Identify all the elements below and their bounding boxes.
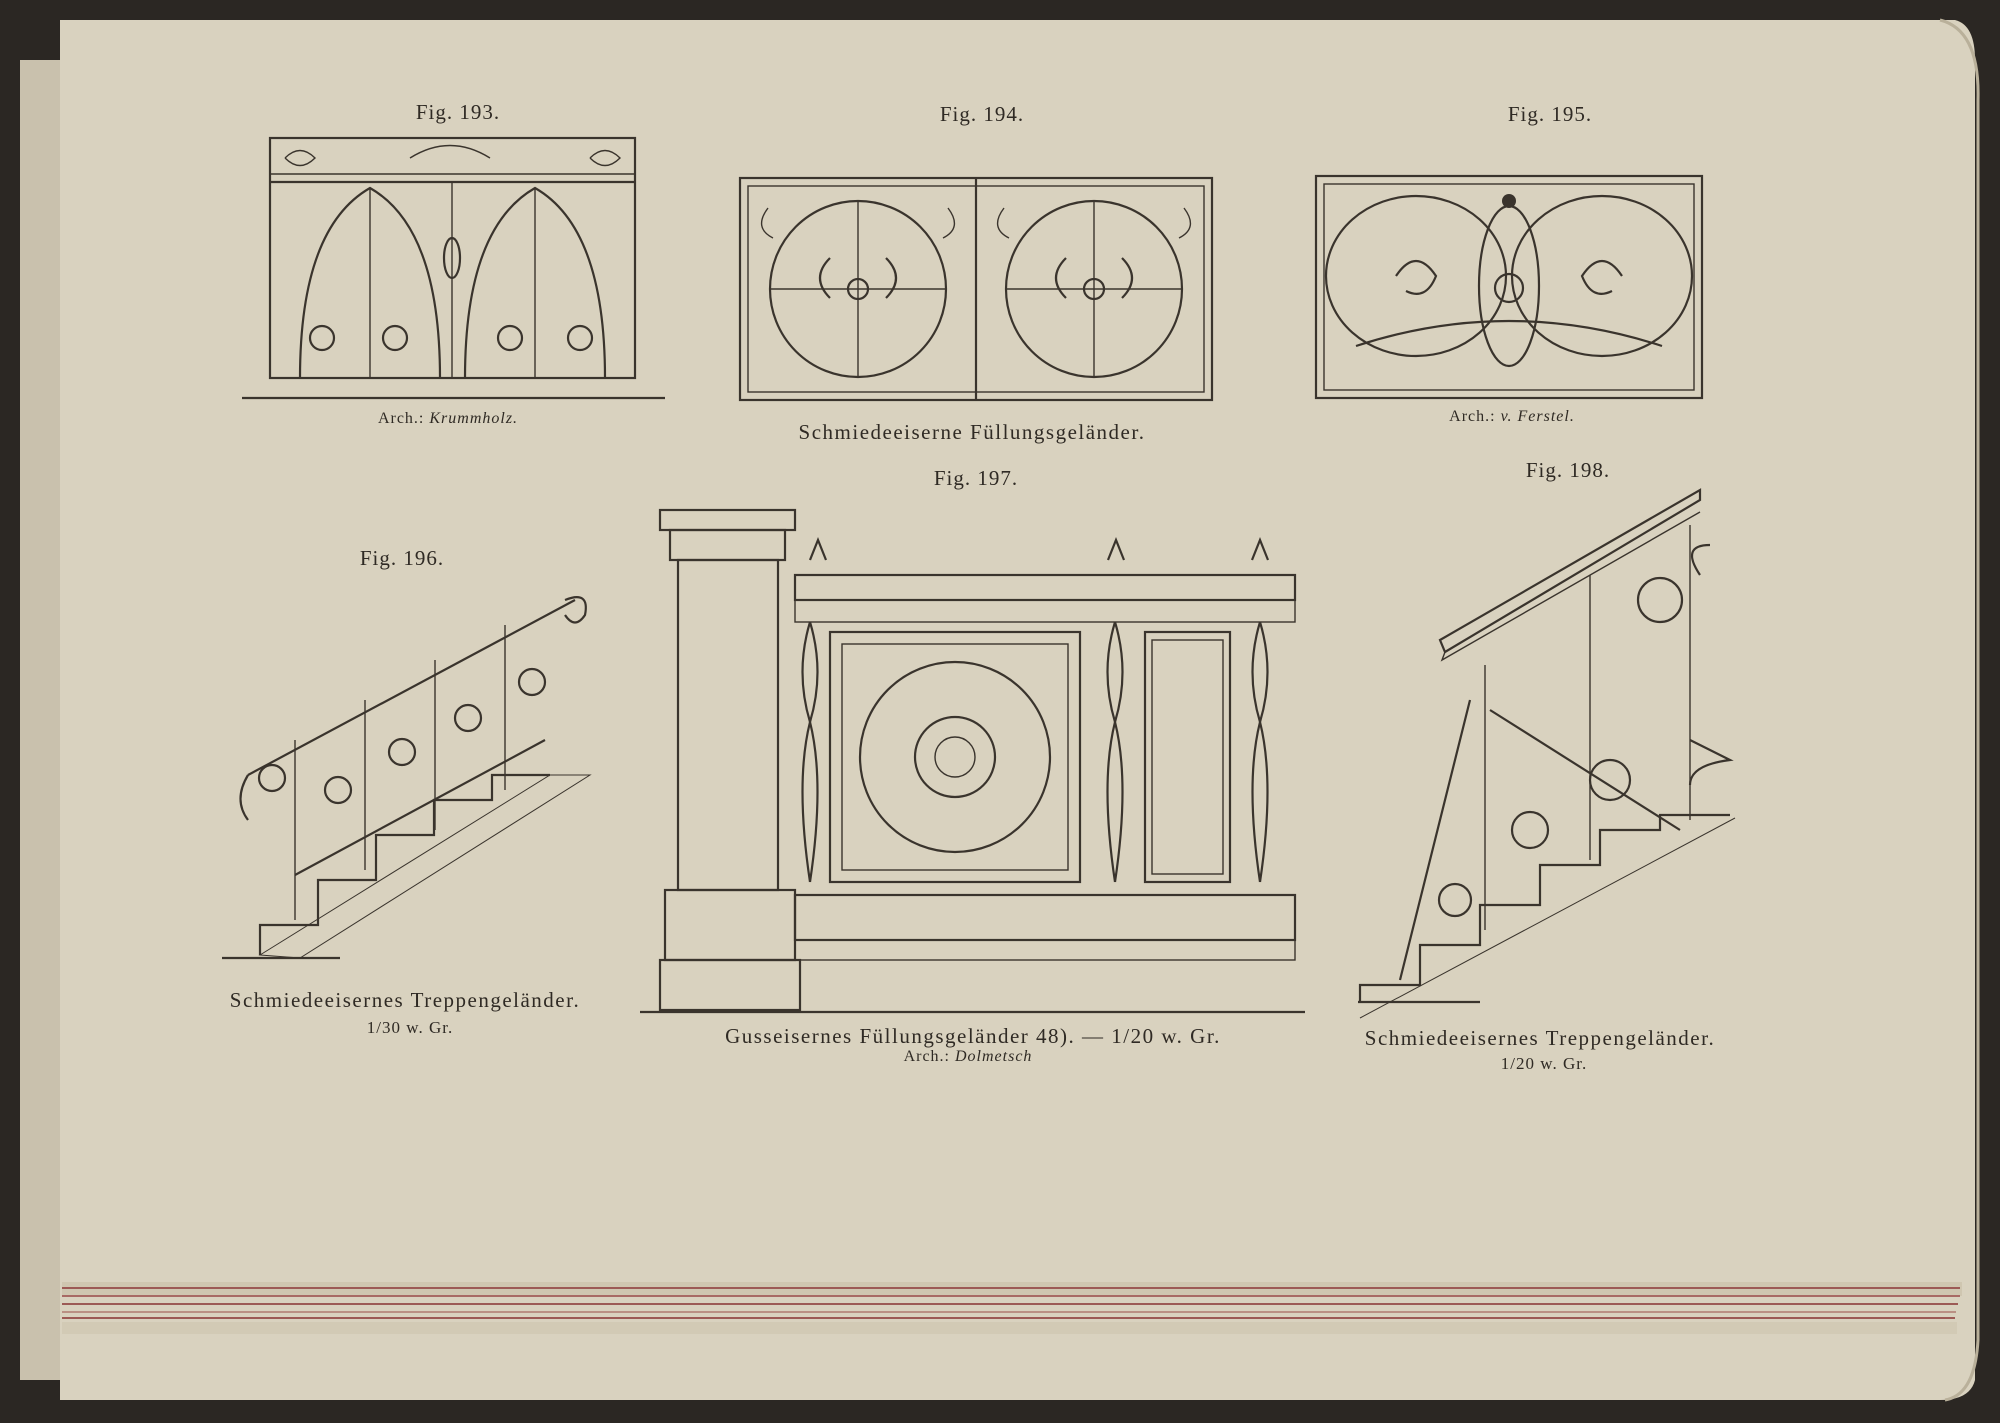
fig-194-label: Fig. 194. [939, 102, 1025, 126]
page-surface [60, 20, 1975, 1400]
fig-197-caption: Gusseisernes Füllungsgeländer 48). — 1/2… [725, 1024, 1221, 1048]
fig-195-label: Fig. 195. [1507, 102, 1593, 126]
fig-193-label: Fig. 193. [415, 100, 501, 124]
fig-195-credit-prefix: Arch.: [1449, 408, 1496, 425]
fig-196-drawing [222, 596, 592, 960]
fig-195-drawing [1314, 174, 1704, 400]
fig-197-architect: Dolmetsch [955, 1048, 1033, 1065]
fig-197-credit: Arch.: Dolmetsch [904, 1048, 1033, 1066]
fig-196-caption: Schmiedeeisernes Treppengeländer. [229, 988, 581, 1012]
fig-197-credit-prefix: Arch.: [903, 1048, 950, 1065]
fig-196-label: Fig. 196. [359, 546, 445, 570]
fig-197-label: Fig. 197. [933, 466, 1019, 490]
fig-198-caption: Schmiedeeisernes Treppengeländer. [1364, 1026, 1716, 1050]
fig-194-caption: Schmiedeeiserne Füllungsgeländer. [798, 420, 1146, 444]
fig-198-label: Fig. 198. [1525, 458, 1611, 482]
page-edge-stack [62, 1282, 1962, 1334]
fig-198-scale: 1/20 w. Gr. [1500, 1054, 1588, 1073]
fig-193-architect: Krummholz. [429, 410, 519, 427]
fig-193-drawing [242, 136, 665, 400]
fig-194-drawing [738, 176, 1214, 402]
fig-195-credit: Arch.: v. Ferstel. [1449, 408, 1575, 426]
fig-196-scale: 1/30 w. Gr. [366, 1018, 454, 1037]
fig-195-architect: v. Ferstel. [1500, 408, 1575, 425]
fig-193-credit: Arch.: Krummholz. [378, 410, 518, 428]
fig-193-credit-prefix: Arch.: [377, 410, 425, 427]
fig-198-drawing [1358, 488, 1736, 1019]
fig-197-drawing [640, 508, 1305, 1014]
page-left-edge [20, 60, 60, 1380]
